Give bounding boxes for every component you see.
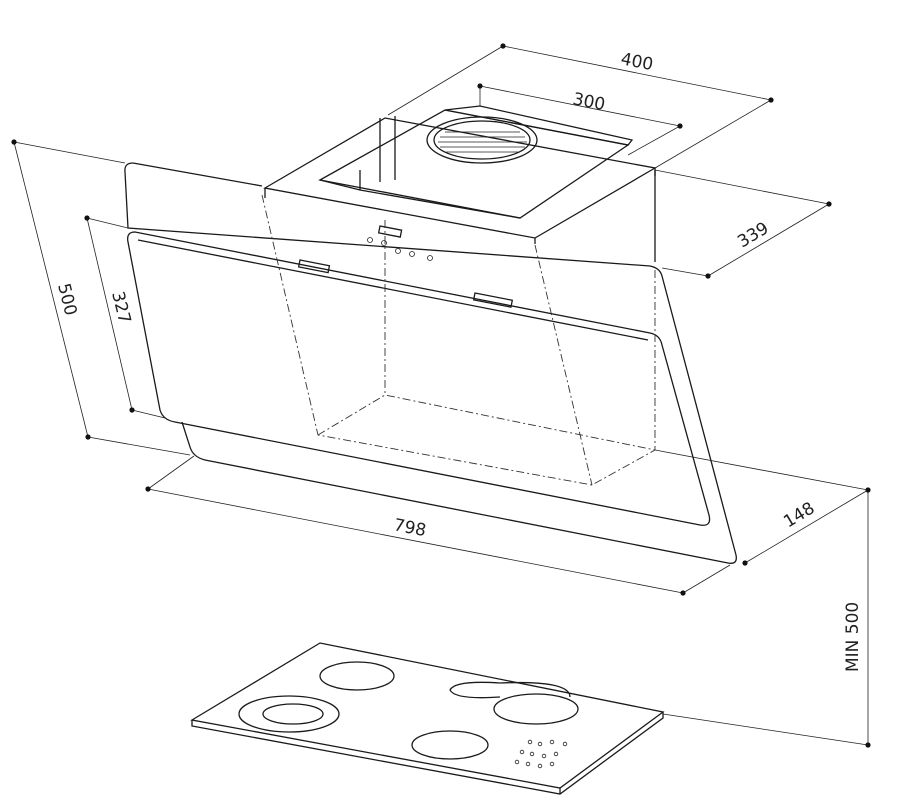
hidden-body [261, 194, 656, 486]
burner-front-right [411, 730, 489, 760]
burner-rear-right [493, 693, 579, 725]
dimension-lines [13, 45, 869, 746]
dim-300-label: 300 [571, 89, 607, 115]
burner-front-left [238, 695, 340, 733]
dim-400-label: 400 [619, 49, 655, 75]
cooktop [190, 642, 665, 795]
hood-glass [124, 162, 737, 564]
burner-rear-left [319, 661, 395, 691]
dim-339-label: 339 [734, 218, 772, 252]
dim-min-500-label: MIN 500 [843, 602, 863, 672]
motor-housing [263, 105, 657, 244]
fan-grille [426, 116, 538, 164]
dim-148-label: 148 [780, 498, 818, 532]
dimension-dots [11, 43, 871, 748]
control-buttons [367, 237, 433, 261]
dim-500-label: 500 [53, 281, 80, 317]
touch-controls [514, 739, 568, 769]
